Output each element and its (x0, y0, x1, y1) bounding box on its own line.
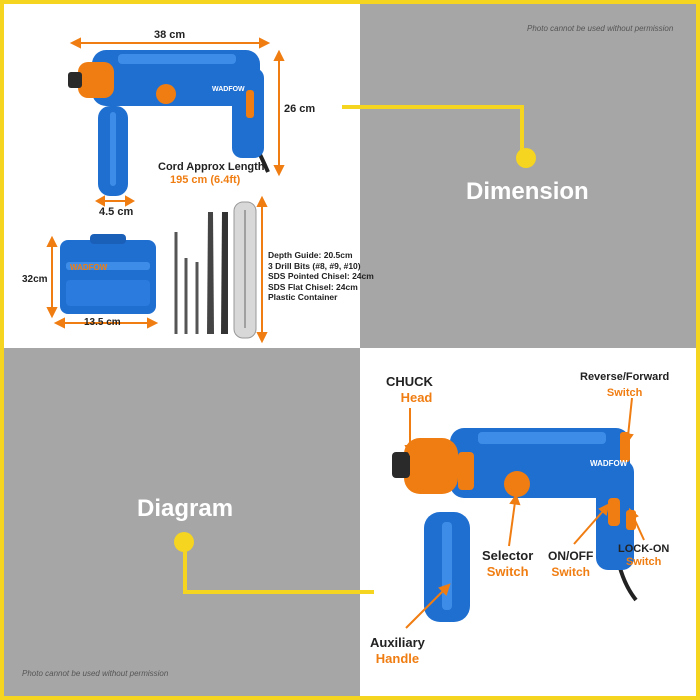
cord-length-value: 195 cm (6.4ft) (170, 174, 241, 186)
dimension-title: Dimension (466, 178, 589, 205)
auxiliary-callout-title: Auxiliary (370, 635, 425, 650)
dimension-connector-line (342, 105, 524, 157)
carry-case-image (60, 234, 156, 314)
accessory-list: Depth Guide: 20.5cm 3 Drill Bits (#8, #9… (268, 250, 374, 303)
rotary-hammer-top-image (68, 50, 270, 196)
case-height-label: 32cm (22, 274, 48, 285)
brand-logo-case: WADFOW (70, 263, 108, 272)
dimension-connector-dot (516, 148, 536, 168)
permission-notice-bottom: Photo cannot be used without permission (22, 669, 169, 678)
accessory-item: SDS Flat Chisel: 24cm (268, 281, 358, 292)
accessory-item: 3 Drill Bits (#8, #9, #10) (268, 260, 361, 271)
auxiliary-callout-subtitle: Handle (375, 651, 420, 666)
auxiliary-handle-callout: Auxiliary Handle (370, 635, 425, 667)
reverse-callout-subtitle: Switch (606, 387, 643, 399)
accessory-item: Depth Guide: 20.5cm (268, 250, 353, 260)
diagram-photo-panel (360, 348, 696, 696)
chisels-image (207, 201, 257, 339)
diagram-connector-line (183, 545, 374, 594)
drill-bits-image (174, 232, 199, 334)
accessory-item: SDS Pointed Chisel: 24cm (268, 271, 374, 281)
chuck-callout-subtitle: Head (400, 390, 433, 405)
accessory-item: Plastic Container (268, 292, 338, 302)
handle-width-arrow (94, 195, 136, 207)
lockon-callout-title: LOCK-ON (618, 543, 670, 555)
height-arrow (273, 49, 285, 177)
length-arrow (69, 37, 271, 49)
cord-length-label: Cord Approx Length (158, 161, 265, 173)
permission-notice-top: Photo cannot be used without permission (527, 24, 674, 33)
height-label: 26 cm (284, 103, 316, 115)
selector-callout-subtitle: Switch (486, 564, 529, 579)
lockon-callout-subtitle: Switch (625, 556, 662, 568)
chuck-arrow (404, 408, 416, 457)
reverse-arrow (622, 397, 634, 445)
length-label: 38 cm (154, 29, 186, 41)
rotary-hammer-diagram-image (392, 428, 638, 622)
lockon-arrow (629, 507, 645, 541)
case-height-arrow (46, 235, 58, 319)
brand-logo-diagram: WADFOW (590, 459, 628, 468)
auxiliary-arrow (405, 583, 451, 629)
selector-arrow (508, 493, 521, 547)
lock-on-switch-callout: LOCK-ON Switch (618, 543, 669, 569)
onoff-arrow (573, 503, 610, 545)
reverse-forward-callout: Reverse/Forward Switch (580, 369, 669, 401)
chuck-head-callout: CHUCK Head (386, 374, 433, 406)
onoff-callout-title: ON/OFF (548, 549, 594, 563)
accessory-arrow (256, 195, 268, 344)
selector-callout-title: Selector (482, 548, 534, 563)
diagram-title: Diagram (137, 495, 234, 522)
reverse-callout-title: Reverse/Forward (580, 371, 670, 383)
diagram-title-panel (4, 348, 360, 696)
on-off-switch-callout: ON/OFF Switch (548, 548, 593, 580)
selector-switch-callout: Selector Switch (482, 548, 533, 580)
chuck-callout-title: CHUCK (386, 374, 433, 389)
case-width-arrow (53, 317, 159, 329)
dimension-title-panel (360, 4, 696, 348)
case-width-label: 13.5 cm (84, 317, 121, 328)
handle-width-label: 4.5 cm (99, 206, 134, 218)
onoff-callout-subtitle: Switch (551, 565, 590, 579)
diagram-connector-dot (174, 532, 194, 552)
brand-logo-top: WADFOW (212, 86, 245, 93)
